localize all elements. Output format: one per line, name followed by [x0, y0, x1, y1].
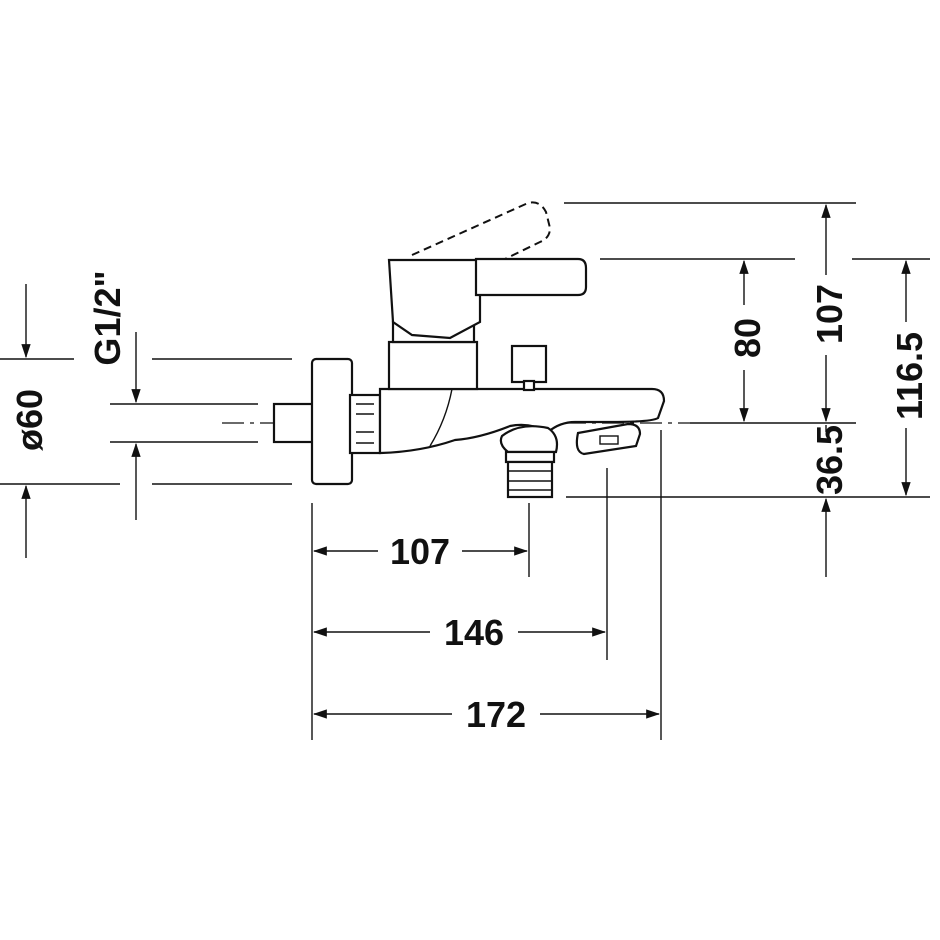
inlet-stub	[272, 402, 316, 444]
diverter-knob	[510, 344, 548, 384]
dim-36-5-vertical: 36.5	[809, 425, 850, 495]
dim-116-5-vertical: 116.5	[889, 332, 930, 420]
lever-block	[387, 258, 482, 340]
dim-107-horizontal: 107	[390, 531, 450, 572]
faucet-outline	[222, 201, 690, 499]
dim-172-horizontal: 172	[466, 694, 526, 735]
diverter-stem	[522, 379, 536, 392]
dim-diameter-60: ø60	[9, 389, 50, 451]
left-dimensions: ø60 G1/2"	[9, 270, 141, 558]
vertical-dimensions: 80 107 36.5 116.5	[727, 203, 930, 577]
bath-spout	[575, 422, 642, 456]
wall-flange	[310, 357, 354, 486]
cartridge-housing	[387, 340, 479, 391]
hose-connector	[506, 460, 554, 499]
outlet-ring-1	[504, 450, 556, 464]
dim-80-vertical: 80	[727, 318, 768, 358]
spout-aerator	[599, 435, 619, 445]
lever-raised-position	[411, 201, 552, 260]
lever-handle	[474, 257, 588, 297]
outlet-collar	[499, 425, 559, 454]
dim-107-vertical: 107	[809, 284, 850, 344]
horizontal-dimensions: 107 146 172	[312, 531, 661, 735]
dim-thread-g1-2: G1/2"	[87, 270, 128, 365]
dim-146-horizontal: 146	[444, 612, 504, 653]
extension-lines	[0, 202, 930, 740]
